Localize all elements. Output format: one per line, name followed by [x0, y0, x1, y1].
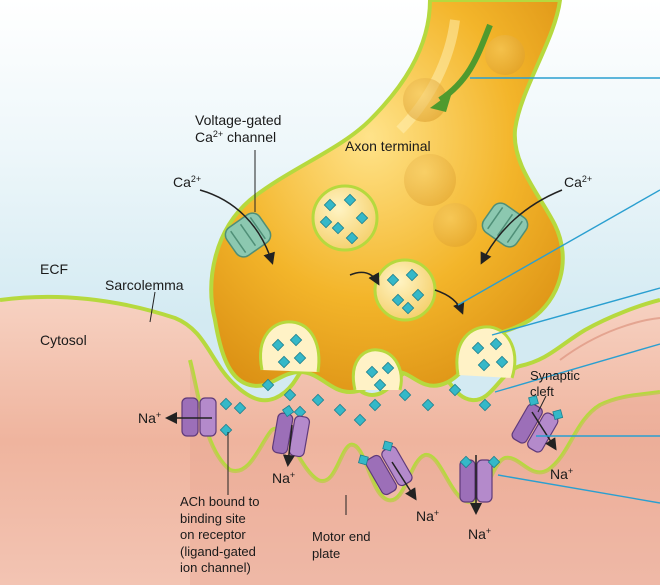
voltage-gated-label: Voltage-gated Ca2+ channel — [195, 112, 281, 146]
na-symbol: Na — [550, 466, 568, 482]
organelle — [433, 203, 477, 247]
fold-shading — [190, 360, 660, 585]
organelle — [404, 154, 456, 206]
sarcolemma-label: Sarcolemma — [105, 277, 184, 293]
ecf-label: ECF — [40, 261, 68, 277]
voltage-gated-line2: Ca2+ channel — [195, 129, 281, 146]
na-ion-label: Na+ — [138, 410, 161, 427]
ca-charge: 2+ — [212, 129, 224, 139]
ca-influx-arrow-left — [199, 189, 275, 265]
ca-channel-left — [224, 212, 272, 258]
sarcolemma-membrane — [0, 294, 660, 403]
ach-receptor-right — [511, 392, 566, 453]
channel-text: channel — [223, 129, 277, 145]
synaptic-cleft-line2: cleft — [530, 384, 554, 399]
ach-receptor — [355, 437, 413, 496]
ca-text: Ca — [195, 129, 213, 145]
exocytosis-pocket — [259, 320, 321, 373]
ach-line: ion channel) — [180, 560, 251, 575]
na-symbol: Na — [416, 508, 434, 524]
ach-line: on receptor — [180, 527, 246, 542]
voltage-gated-line1: Voltage-gated — [195, 112, 282, 128]
na-arrow — [282, 424, 295, 467]
muscle-ridge — [559, 317, 660, 361]
ca-channel-right — [481, 202, 529, 248]
synaptic-vesicle — [311, 184, 379, 252]
action-potential-arrow — [438, 23, 493, 103]
na-charge: + — [485, 526, 492, 536]
ca-influx-arrow-right — [480, 189, 563, 265]
na-charge: + — [567, 466, 574, 476]
motor-end-plate-line: Motor end — [312, 529, 371, 544]
na-symbol: Na — [272, 470, 290, 486]
organelle — [485, 35, 525, 75]
ca-charge: 2+ — [190, 174, 202, 184]
ca-ion-label-right: Ca2+ — [564, 174, 592, 191]
callout-leaders — [457, 77, 660, 504]
na-arrow — [391, 461, 417, 501]
axon-highlight — [396, 19, 460, 134]
na-symbol: Na — [468, 526, 486, 542]
ach-line: ACh bound to — [180, 494, 260, 509]
ach-receptor — [459, 455, 501, 503]
synaptic-cleft-label: Synaptic cleft — [530, 368, 580, 400]
na-symbol: Na — [138, 410, 156, 426]
ach-line: binding site — [180, 510, 246, 526]
synaptic-cleft-line1: Synaptic — [530, 368, 580, 383]
action-potential-arrowhead — [430, 92, 452, 112]
synaptic-cleft-leader — [537, 395, 547, 413]
ach-receptor — [271, 404, 311, 458]
na-charge: + — [433, 508, 440, 518]
vesicle-arrow — [349, 271, 380, 286]
junctional-folds — [188, 359, 660, 504]
ach-line: (ligand-gated — [180, 543, 256, 559]
organelle — [403, 78, 447, 122]
motor-end-plate-line: plate — [312, 546, 341, 561]
ca-charge: 2+ — [581, 174, 593, 184]
synaptic-vesicle — [373, 258, 437, 322]
ca-symbol: Ca — [564, 174, 582, 190]
vesicle-arrow — [434, 289, 465, 315]
muscle-fiber — [0, 296, 660, 585]
exocytosis-pocket — [352, 348, 403, 392]
na-arrow — [531, 411, 557, 451]
na-charge: + — [289, 470, 296, 480]
sarcolemma-leader — [149, 291, 156, 323]
ach-receptor-label: ACh bound to binding site on receptor (l… — [180, 494, 260, 577]
exocytosis-pocket — [455, 325, 517, 379]
motor-end-plate-label: Motor end plate — [312, 528, 371, 562]
ca-symbol: Ca — [173, 174, 191, 190]
ca-ion-label-left: Ca2+ — [173, 174, 201, 191]
na-ion-label: Na+ — [468, 526, 491, 543]
axon-terminal-label: Axon terminal — [345, 138, 431, 154]
na-ion-label: Na+ — [550, 466, 573, 483]
na-ion-label: Na+ — [272, 470, 295, 487]
na-ion-label: Na+ — [416, 508, 439, 525]
cytosol-label: Cytosol — [40, 332, 87, 348]
ach-receptor-left — [181, 397, 233, 437]
na-charge: + — [155, 410, 162, 420]
